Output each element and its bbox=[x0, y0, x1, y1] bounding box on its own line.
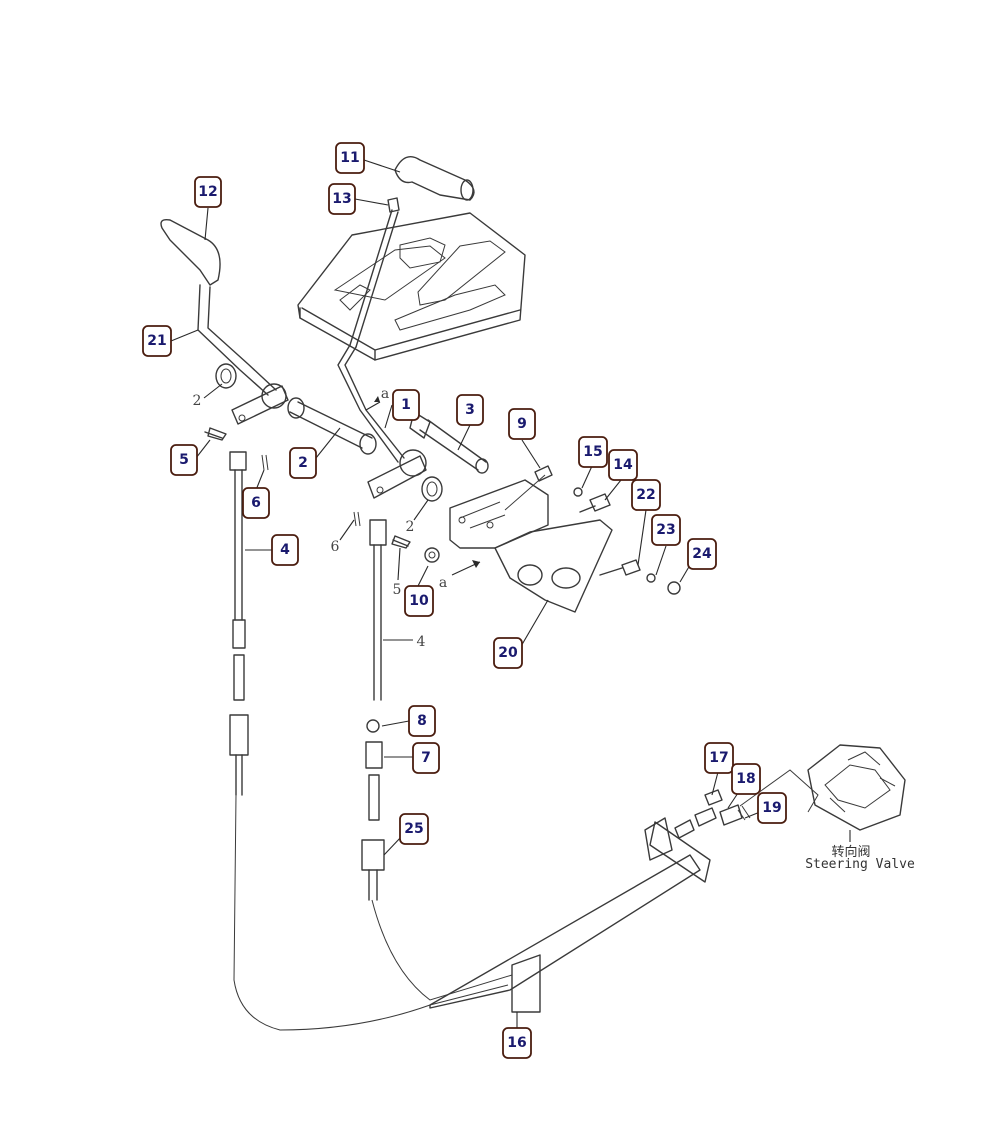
svg-text:19: 19 bbox=[762, 800, 781, 816]
svg-text:8: 8 bbox=[417, 713, 427, 729]
label-6-right: 6 bbox=[331, 539, 340, 555]
callout-8: 8 bbox=[408, 705, 436, 737]
callout-24: 24 bbox=[687, 538, 717, 570]
callout-7: 7 bbox=[412, 742, 440, 774]
steering-valve-label-en: Steering Valve bbox=[805, 857, 915, 872]
callout-5: 5 bbox=[170, 444, 198, 476]
fasteners bbox=[204, 427, 681, 595]
svg-text:25: 25 bbox=[404, 821, 423, 837]
callout-18: 18 bbox=[731, 763, 761, 795]
svg-text:13: 13 bbox=[332, 191, 351, 207]
right-lever-knob bbox=[387, 156, 475, 213]
shaft-3 bbox=[409, 411, 489, 474]
svg-text:23: 23 bbox=[656, 522, 675, 538]
svg-text:7: 7 bbox=[421, 750, 431, 766]
callout-23: 23 bbox=[651, 514, 681, 546]
steering-valve-label-cn: 转向阀 bbox=[831, 844, 870, 860]
svg-text:5: 5 bbox=[179, 452, 189, 468]
bracket-20 bbox=[449, 479, 613, 613]
callout-6: 6 bbox=[242, 487, 270, 519]
callout-11: 11 bbox=[335, 142, 365, 174]
svg-text:16: 16 bbox=[507, 1035, 526, 1051]
svg-text:2: 2 bbox=[298, 455, 308, 471]
callout-19: 19 bbox=[757, 792, 787, 824]
callout-16: 16 bbox=[502, 1027, 532, 1059]
bracket-16 bbox=[429, 817, 711, 1013]
callout-20: 20 bbox=[493, 637, 523, 669]
steering-valve-body bbox=[807, 744, 906, 842]
label-2-left: 2 bbox=[193, 393, 202, 409]
callout-3: 3 bbox=[456, 394, 484, 426]
callout-12: 12 bbox=[194, 176, 222, 208]
plain-labels: 2 2 4 5 6 a a bbox=[193, 383, 481, 650]
label-5-right: 5 bbox=[393, 582, 402, 598]
svg-text:3: 3 bbox=[465, 402, 475, 418]
bushings bbox=[215, 363, 443, 502]
right-lever-rod bbox=[337, 209, 427, 499]
console-cover bbox=[297, 212, 526, 361]
steering-connectors bbox=[674, 769, 819, 839]
callout-10: 10 bbox=[404, 585, 434, 617]
label-2-right: 2 bbox=[406, 519, 415, 535]
callout-21: 21 bbox=[142, 325, 172, 357]
callout-2: 2 bbox=[289, 447, 317, 479]
svg-text:6: 6 bbox=[251, 495, 261, 511]
label-a-top: a bbox=[381, 386, 389, 402]
svg-text:10: 10 bbox=[409, 593, 429, 609]
svg-text:1: 1 bbox=[401, 397, 411, 413]
cable-left bbox=[229, 451, 509, 1031]
callout-1: 1 bbox=[392, 389, 420, 421]
svg-text:11: 11 bbox=[340, 150, 359, 166]
callout-15: 15 bbox=[578, 436, 608, 468]
label-4-right: 4 bbox=[417, 634, 426, 650]
callout-22: 22 bbox=[631, 479, 661, 511]
left-lever bbox=[160, 218, 289, 425]
callout-14: 14 bbox=[608, 449, 638, 481]
svg-text:4: 4 bbox=[280, 542, 290, 558]
callout-4: 4 bbox=[271, 534, 299, 566]
svg-text:9: 9 bbox=[517, 416, 527, 432]
svg-text:15: 15 bbox=[583, 444, 602, 460]
callout-17: 17 bbox=[704, 742, 734, 774]
steering-valve-caption: 转向阀 Steering Valve bbox=[805, 844, 915, 872]
svg-text:14: 14 bbox=[613, 457, 633, 473]
svg-text:22: 22 bbox=[636, 487, 655, 503]
cable-middle bbox=[361, 519, 513, 1001]
callout-13: 13 bbox=[328, 183, 356, 215]
svg-text:17: 17 bbox=[709, 750, 728, 766]
callout-leaders bbox=[170, 159, 761, 1028]
callout-25: 25 bbox=[399, 813, 429, 845]
callout-9: 9 bbox=[508, 408, 536, 440]
svg-text:18: 18 bbox=[736, 771, 755, 787]
svg-text:12: 12 bbox=[198, 184, 217, 200]
svg-text:24: 24 bbox=[692, 546, 712, 562]
label-a-bottom: a bbox=[439, 575, 447, 591]
svg-text:21: 21 bbox=[147, 333, 166, 349]
svg-text:20: 20 bbox=[498, 645, 518, 661]
